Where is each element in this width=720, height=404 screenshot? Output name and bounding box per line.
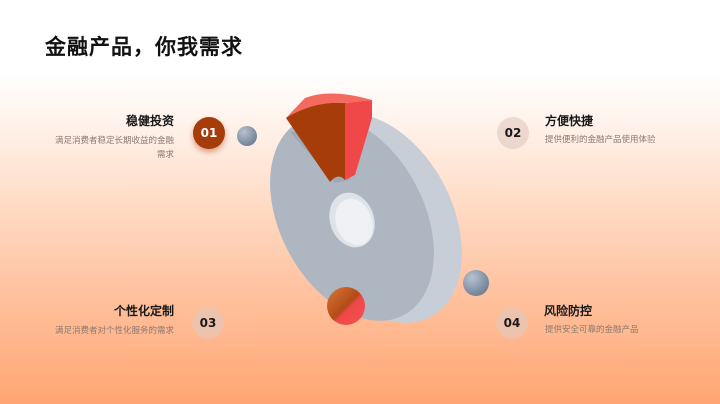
item-04-title: 风险防控 [544, 304, 593, 318]
item-01-number-badge[interactable]: 01 [193, 117, 225, 149]
item-01-description-line2: 需求 [156, 150, 174, 160]
item-01-title: 稳健投资 [125, 114, 174, 128]
item-01-description-line1: 满足消费者稳定长期收益的金融 [54, 136, 174, 146]
item-03-number-badge[interactable]: 03 [192, 307, 224, 339]
orange-sphere-decoration [327, 287, 365, 325]
item-02-number-badge[interactable]: 02 [497, 117, 529, 149]
item-01-description: 满足消费者稳定长期收益的金融 需求 [44, 134, 174, 162]
item-04-number-badge[interactable]: 04 [496, 307, 528, 339]
gray-sphere-decoration [237, 126, 257, 146]
item-02-title: 方便快捷 [545, 114, 594, 128]
item-03-description: 满足消费者对个性化服务的需求 [54, 326, 174, 336]
gray-sphere-decoration [463, 270, 489, 296]
item-02-description: 提供便利的金融产品使用体验 [545, 135, 656, 145]
item-03-title: 个性化定制 [113, 304, 174, 318]
page-title: 金融产品，你我需求 [45, 35, 243, 59]
item-04-description: 提供安全可靠的金融产品 [545, 325, 639, 335]
